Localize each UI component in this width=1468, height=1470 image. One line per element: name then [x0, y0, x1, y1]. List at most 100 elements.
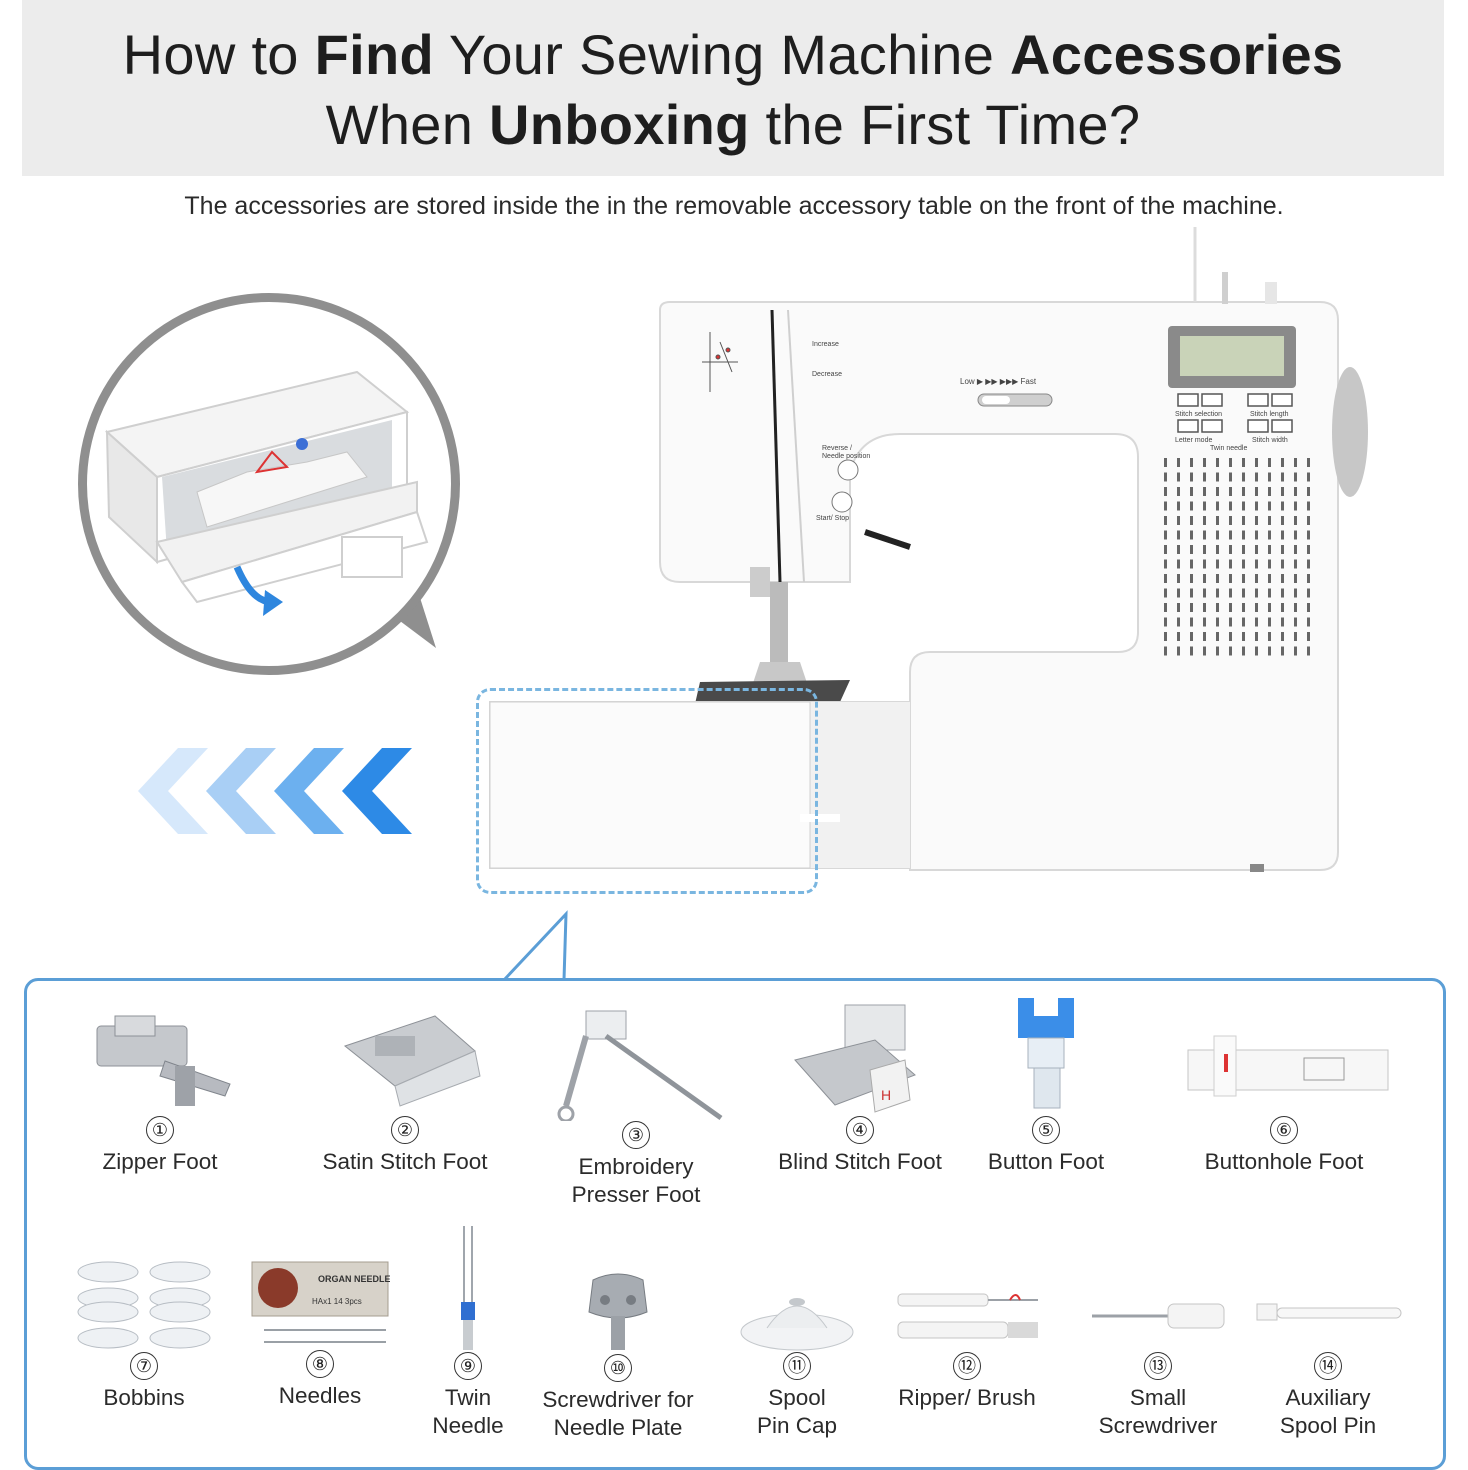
stitch-pattern-mark: [1177, 603, 1180, 612]
stitch-pattern-mark: [1164, 559, 1167, 569]
accessory-number: ⑧: [306, 1350, 334, 1378]
needles-icon: ORGAN NEEDLES HAx1 14 3pcs: [251, 1261, 390, 1343]
stitch-pattern-mark: [1229, 472, 1232, 482]
stitch-pattern-mark: [1255, 501, 1258, 511]
stitch-pattern-mark: [1268, 545, 1271, 554]
stitch-pattern-mark: [1229, 632, 1232, 641]
stitch-pattern-mark: [1294, 603, 1297, 612]
accessory-auxiliary-spool-pin: ⑭ Auxiliary Spool Pin: [1248, 1296, 1408, 1440]
stitch-pattern-chart: [1164, 458, 1310, 656]
accessory-number: ①: [146, 1116, 174, 1144]
accessory-table-highlight: [476, 688, 818, 894]
stitch-pattern-mark: [1242, 472, 1245, 482]
stitch-pattern-mark: [1216, 603, 1219, 612]
stitch-pattern-mark: [1203, 501, 1206, 511]
stitch-pattern-mark: [1268, 574, 1271, 583]
sewing-machine-illustration: Stitch selection Stitch length Letter mo…: [470, 222, 1370, 907]
stitch-pattern-mark: [1177, 472, 1180, 482]
stitch-pattern-mark: [1190, 501, 1193, 511]
left-arrows-icon: [138, 748, 412, 834]
stitch-pattern-mark: [1242, 603, 1245, 612]
title-segment: Unboxing: [489, 93, 750, 156]
stitch-pattern-mark: [1255, 632, 1258, 641]
stitch-pattern-mark: [1281, 501, 1284, 511]
accessory-label: Buttonhole Foot: [1204, 1149, 1364, 1174]
zoom-circle: [78, 293, 460, 675]
accessory-label: Spool Pin Cap: [756, 1385, 838, 1438]
stitch-pattern-mark: [1294, 632, 1297, 641]
title-segment: Find: [314, 23, 434, 86]
stitch-pattern-mark: [1190, 617, 1193, 627]
stitch-pattern-mark: [1203, 646, 1206, 656]
stitch-pattern-mark: [1307, 617, 1310, 627]
stitch-pattern-mark: [1294, 617, 1297, 627]
stitch-pattern-mark: [1281, 472, 1284, 482]
svg-text:H: H: [881, 1087, 891, 1103]
stitch-pattern-mark: [1203, 588, 1206, 598]
spool-pin-cap-icon: [740, 1298, 854, 1351]
accessory-label: Embroidery Presser Foot: [571, 1154, 701, 1207]
stitch-pattern-mark: [1190, 632, 1193, 641]
stitch-pattern-mark: [1294, 516, 1297, 525]
stitch-pattern-mark: [1294, 574, 1297, 583]
bobbins-icon: [77, 1261, 211, 1349]
stitch-pattern-mark: [1164, 603, 1167, 612]
needle-position-label: Needle position: [822, 453, 870, 460]
header-band: [22, 0, 1444, 176]
stitch-pattern-mark: [1281, 574, 1284, 583]
needle-pack-brand: ORGAN NEEDLES: [318, 1274, 390, 1284]
stitch-pattern-mark: [1216, 588, 1219, 598]
stitch-pattern-mark: [1190, 530, 1193, 540]
start-stop-label: Start/ Stop: [816, 515, 849, 522]
stitch-pattern-mark: [1177, 545, 1180, 554]
stitch-pattern-mark: [1307, 574, 1310, 583]
stitch-selection-label: Stitch selection: [1175, 411, 1222, 418]
stitch-pattern-mark: [1268, 530, 1271, 540]
stitch-pattern-mark: [1190, 603, 1193, 612]
stitch-pattern-mark: [1281, 559, 1284, 569]
stitch-pattern-mark: [1307, 545, 1310, 554]
stitch-pattern-mark: [1190, 559, 1193, 569]
stitch-pattern-mark: [1268, 501, 1271, 511]
stitch-pattern-mark: [1307, 559, 1310, 569]
stitch-pattern-mark: [1177, 501, 1180, 511]
stitch-pattern-mark: [1203, 574, 1206, 583]
page-title-line-1: How to Find Your Sewing Machine Accessor…: [22, 22, 1444, 87]
accessory-number: ②: [391, 1116, 419, 1144]
stitch-pattern-mark: [1294, 458, 1297, 467]
accessory-satin-stitch-foot: ② Satin Stitch Foot: [310, 1006, 500, 1176]
accessory-label: Ripper/ Brush: [898, 1385, 1036, 1410]
stitch-pattern-mark: [1177, 588, 1180, 598]
stitch-pattern-mark: [1229, 530, 1232, 540]
stitch-pattern-mark: [1294, 472, 1297, 482]
plate-screwdriver-icon: [588, 1273, 648, 1350]
stitch-pattern-mark: [1281, 530, 1284, 540]
reverse-label: Reverse /: [822, 445, 852, 452]
accessory-label: Button Foot: [987, 1149, 1105, 1174]
stitch-pattern-mark: [1203, 472, 1206, 482]
stitch-pattern-mark: [1164, 458, 1167, 467]
stitch-pattern-mark: [1216, 646, 1219, 656]
stitch-pattern-mark: [1177, 530, 1180, 540]
stitch-pattern-mark: [1216, 487, 1219, 496]
stitch-pattern-mark: [1216, 574, 1219, 583]
stitch-pattern-mark: [1203, 545, 1206, 554]
stitch-pattern-mark: [1255, 487, 1258, 496]
satin-stitch-foot-icon: [343, 1015, 481, 1107]
stitch-pattern-mark: [1216, 472, 1219, 482]
stitch-pattern-mark: [1177, 559, 1180, 569]
stitch-pattern-mark: [1190, 458, 1193, 467]
button-foot-icon: [1018, 998, 1074, 1109]
stitch-pattern-mark: [1268, 559, 1271, 569]
stitch-pattern-mark: [1255, 545, 1258, 554]
stitch-pattern-mark: [1242, 458, 1245, 467]
stitch-pattern-mark: [1229, 458, 1232, 467]
accessory-number: ⑤: [1032, 1116, 1060, 1144]
stitch-pattern-mark: [1255, 530, 1258, 540]
stitch-pattern-mark: [1294, 530, 1297, 540]
stitch-pattern-mark: [1281, 516, 1284, 525]
accessory-small-screwdriver: ⑬ Small Screwdriver: [1076, 1296, 1240, 1440]
stitch-pattern-mark: [1255, 458, 1258, 467]
accessory-number: ⑬: [1144, 1352, 1172, 1380]
small-screwdriver-icon: [1092, 1303, 1225, 1329]
